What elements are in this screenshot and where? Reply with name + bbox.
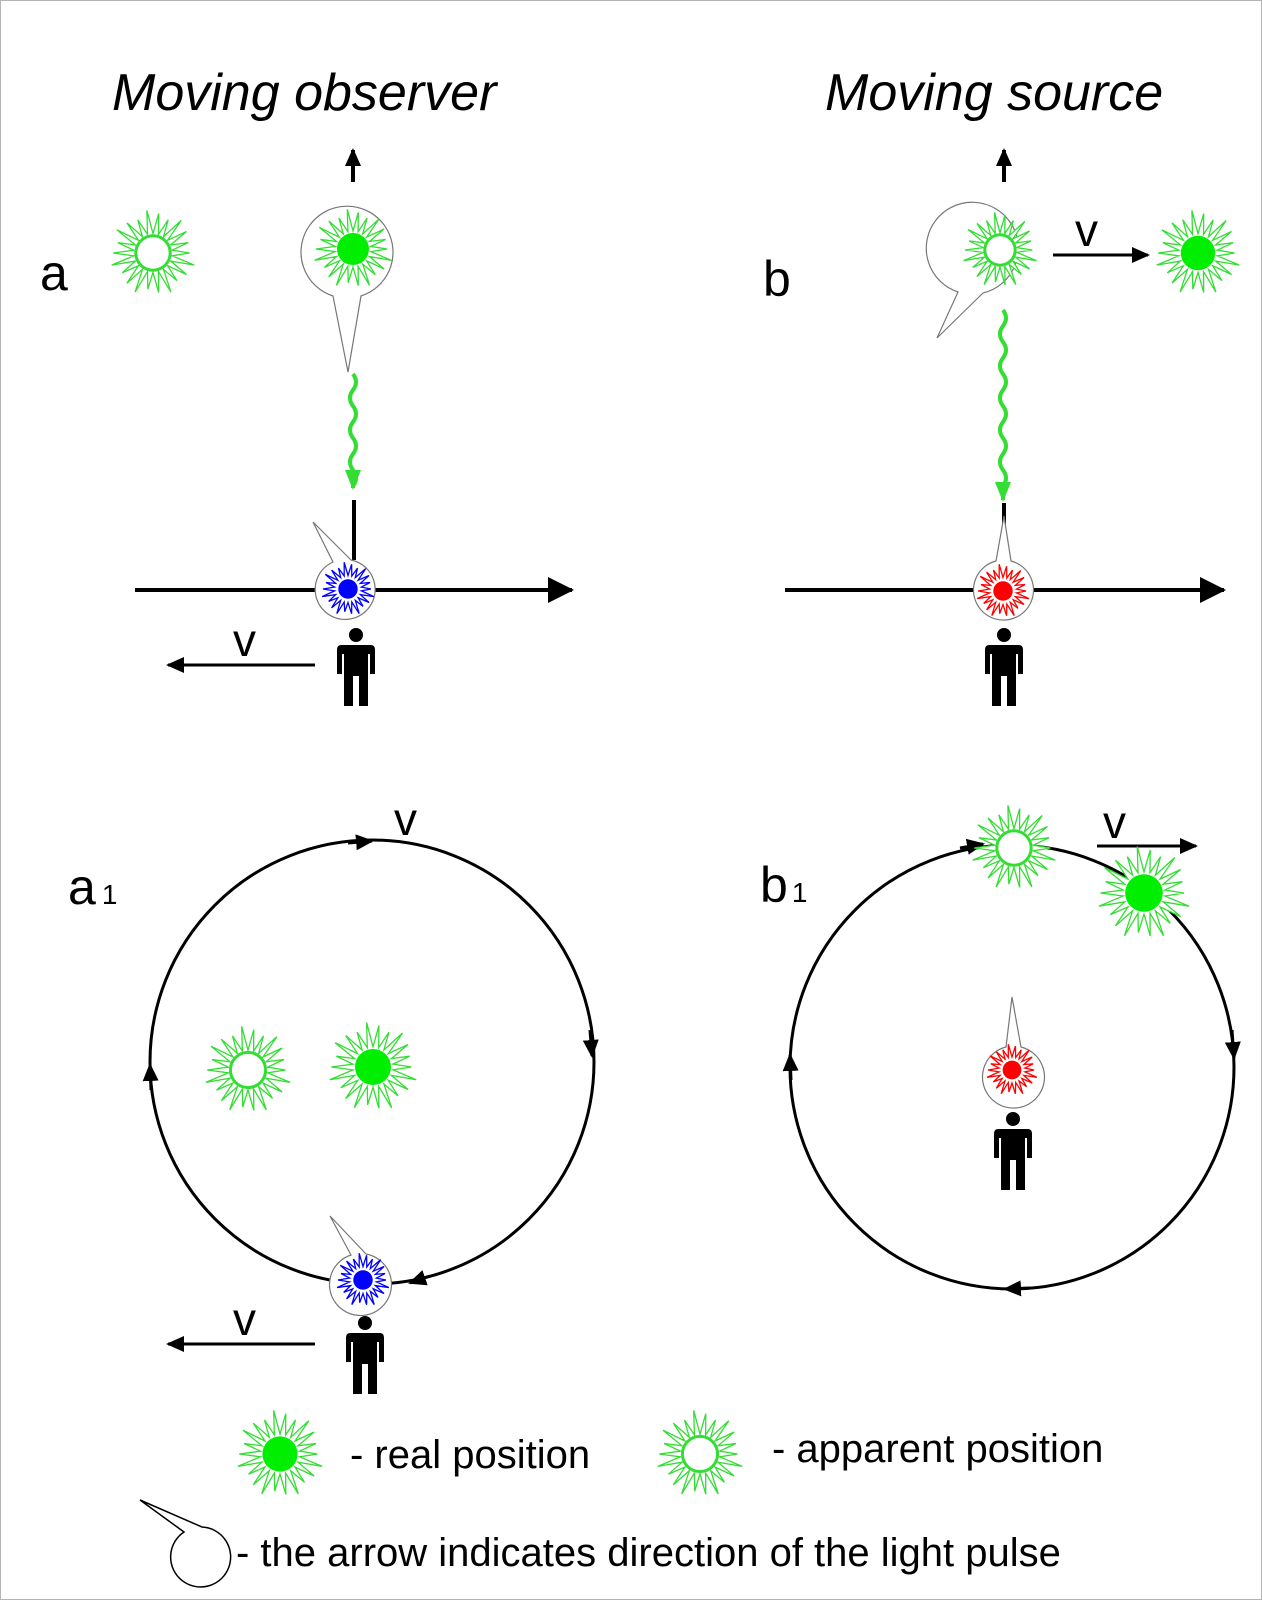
person-body: [994, 1129, 1032, 1190]
star-observed-red-icon: [976, 564, 1030, 616]
star-apparent-icon: [657, 1410, 743, 1495]
panel-label-a: a: [40, 245, 68, 301]
star-apparent-icon: [963, 212, 1037, 285]
panel-b1: v: [782, 796, 1241, 1297]
star-core: [228, 1050, 268, 1090]
person-icon: [346, 1316, 384, 1394]
panel-label-b: b: [763, 251, 791, 307]
velocity-label: v: [394, 793, 417, 845]
star-real-icon: [329, 1022, 417, 1109]
orbit-direction-arrow: [408, 1270, 431, 1286]
orbit-direction-arrow: [1224, 1029, 1241, 1060]
title-moving-source: Moving source: [825, 64, 1163, 122]
orbit-direction-arrow: [347, 834, 374, 851]
star-core: [995, 829, 1033, 867]
wavy-light-ray-icon: [345, 372, 361, 490]
star-core: [353, 1270, 373, 1290]
star-real-icon: [1098, 846, 1190, 937]
star-real-icon: [314, 209, 392, 286]
star-apparent-icon: [972, 805, 1056, 888]
panel-a: v: [111, 148, 574, 706]
orbit-direction-arrow: [959, 838, 985, 855]
panel-a1: v v: [142, 793, 599, 1394]
legend-apparent-position: - apparent position: [772, 1427, 1103, 1471]
star-core: [983, 233, 1017, 267]
wavy-light-ray-icon: [995, 308, 1011, 502]
star-core: [355, 1049, 391, 1085]
star-real-icon: [237, 1410, 323, 1495]
orbit-direction-arrow: [582, 1029, 599, 1058]
velocity-label: v: [233, 1293, 256, 1345]
star-core: [134, 234, 172, 272]
light-bubble-icon: [139, 1499, 232, 1588]
person-head: [1006, 1112, 1020, 1126]
velocity-label: v: [233, 614, 256, 666]
star-core: [1180, 235, 1216, 271]
orbit-direction-arrow: [1003, 1280, 1031, 1297]
person-icon: [994, 1112, 1032, 1190]
star-real-icon: [1156, 210, 1240, 293]
orbit-direction-arrow: [782, 1053, 799, 1081]
star-apparent-icon: [205, 1026, 291, 1111]
star-observed-red-icon: [986, 1044, 1038, 1095]
person-head: [358, 1316, 372, 1330]
star-observed-blue-icon: [321, 562, 375, 614]
star-apparent-icon: [111, 210, 195, 293]
legend-pulse-direction: - the arrow indicates direction of the l…: [236, 1531, 1061, 1575]
star-core: [993, 581, 1013, 601]
star-core: [338, 579, 358, 599]
person-body: [985, 645, 1023, 706]
star-core: [680, 1434, 720, 1474]
person-body: [337, 645, 375, 706]
person-head: [997, 628, 1011, 642]
star-core: [262, 1436, 298, 1472]
person-icon: [337, 628, 375, 706]
person-icon: [985, 628, 1023, 706]
title-moving-observer: Moving observer: [112, 64, 499, 122]
star-core: [337, 233, 369, 265]
star-core: [1002, 1060, 1022, 1080]
star-core: [1125, 874, 1163, 912]
legend: - real position - apparent position - th…: [139, 1410, 1103, 1588]
orbit-direction-arrow: [142, 1063, 159, 1091]
person-body: [346, 1333, 384, 1394]
velocity-label: v: [1075, 204, 1098, 256]
star-observed-blue-icon: [336, 1253, 390, 1305]
person-head: [349, 628, 363, 642]
velocity-label: v: [1103, 796, 1126, 848]
legend-real-position: - real position: [350, 1433, 590, 1477]
panel-b: v: [785, 148, 1240, 706]
